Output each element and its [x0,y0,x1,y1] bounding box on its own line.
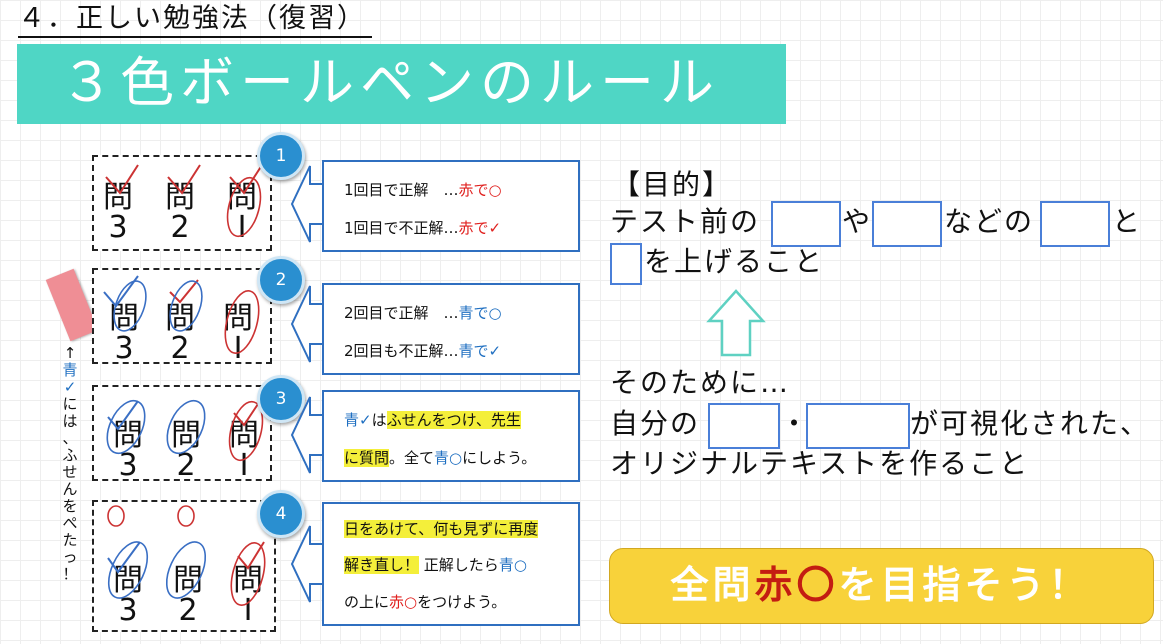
goal-text: 全問赤〇を目指そう！ [670,563,1091,607]
section-heading: ４．正しい勉強法（復習） [18,2,372,38]
purpose-line-4b: ・ [780,407,811,440]
purpose-line-4a: 自分の [610,407,701,440]
blank-box-6 [806,403,910,449]
blank-box-4 [610,243,642,285]
rule-box-4: 日をあけて、何も見ずに再度 解き直し！ 正解したら青○ の上に赤○をつけよう。 [322,502,580,626]
step-badge-3: 3 [257,375,305,423]
blank-box-5 [708,403,780,449]
purpose-line-4c: が可視化された、 [910,407,1151,440]
rule-box-1: 1回目で正解 …赤で○ 1回目で不正解…赤で✓ [322,160,580,252]
step-badge-4: 4 [257,490,305,538]
goal-banner [609,548,1154,624]
step-badge-1: 1 [257,132,305,180]
purpose-line-2: を上げること [644,245,825,278]
title-banner [17,44,786,124]
banner-title: ３色ボールペンのルール [60,51,720,114]
blank-box-1 [771,201,841,247]
purpose-line-5: オリジナルテキストを作ること [610,447,1030,480]
blank-box-2 [872,201,942,247]
rule-box-3: 青✓はふせんをつけ、先生 に質問。全て青○にしよう。 [322,390,580,482]
side-note: ↑ 青 ✓ に は 、 ふ せ ん を ぺ た っ ！ [62,344,78,583]
blank-box-3 [1040,201,1110,247]
purpose-title: 【目的】 [612,168,733,201]
means-text: そのために… [610,366,791,399]
purpose-line-1d: と [1112,205,1143,238]
sticky-note-icon [45,268,99,342]
rule-box-2: 2回目で正解 …青で○ 2回目も不正解…青で✓ [322,283,580,375]
step-badge-2: 2 [257,256,305,304]
up-arrow-icon [706,289,766,357]
purpose-line-1c: などの [944,205,1035,238]
purpose-line-1b: や [842,205,873,238]
purpose-line-1a: テスト前の [610,205,761,238]
